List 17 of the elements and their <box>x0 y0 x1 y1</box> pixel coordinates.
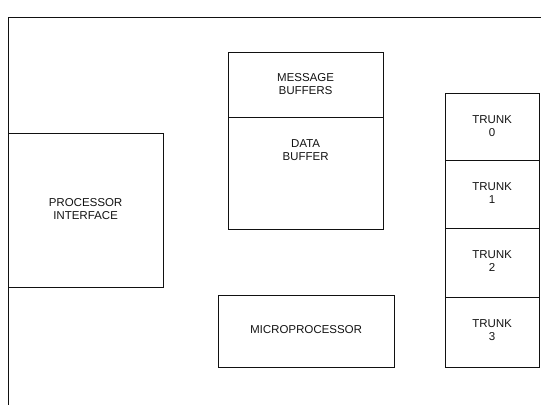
buffer-box <box>228 52 384 118</box>
trunk-box <box>444 296 540 368</box>
frame-border <box>8 17 541 405</box>
trunk-box <box>444 92 540 160</box>
node-label: TRUNK 3 <box>472 318 512 344</box>
trunk-box <box>444 160 540 228</box>
node-label: PROCESSOR INTERFACE <box>48 196 124 224</box>
node-label: TRUNK 1 <box>472 180 512 207</box>
node-label: TRUNK 2 <box>472 248 512 275</box>
node-label: MICROPROCESSOR <box>250 324 362 338</box>
buffer-box <box>228 116 384 230</box>
node-label: DATA BUFFER <box>282 138 330 164</box>
node-label: MESSAGE BUFFERS <box>276 72 335 98</box>
node-label: TRUNK 0 <box>472 114 512 140</box>
processor-box <box>218 294 394 368</box>
trunk-box <box>444 228 540 298</box>
interface-box <box>8 132 164 288</box>
